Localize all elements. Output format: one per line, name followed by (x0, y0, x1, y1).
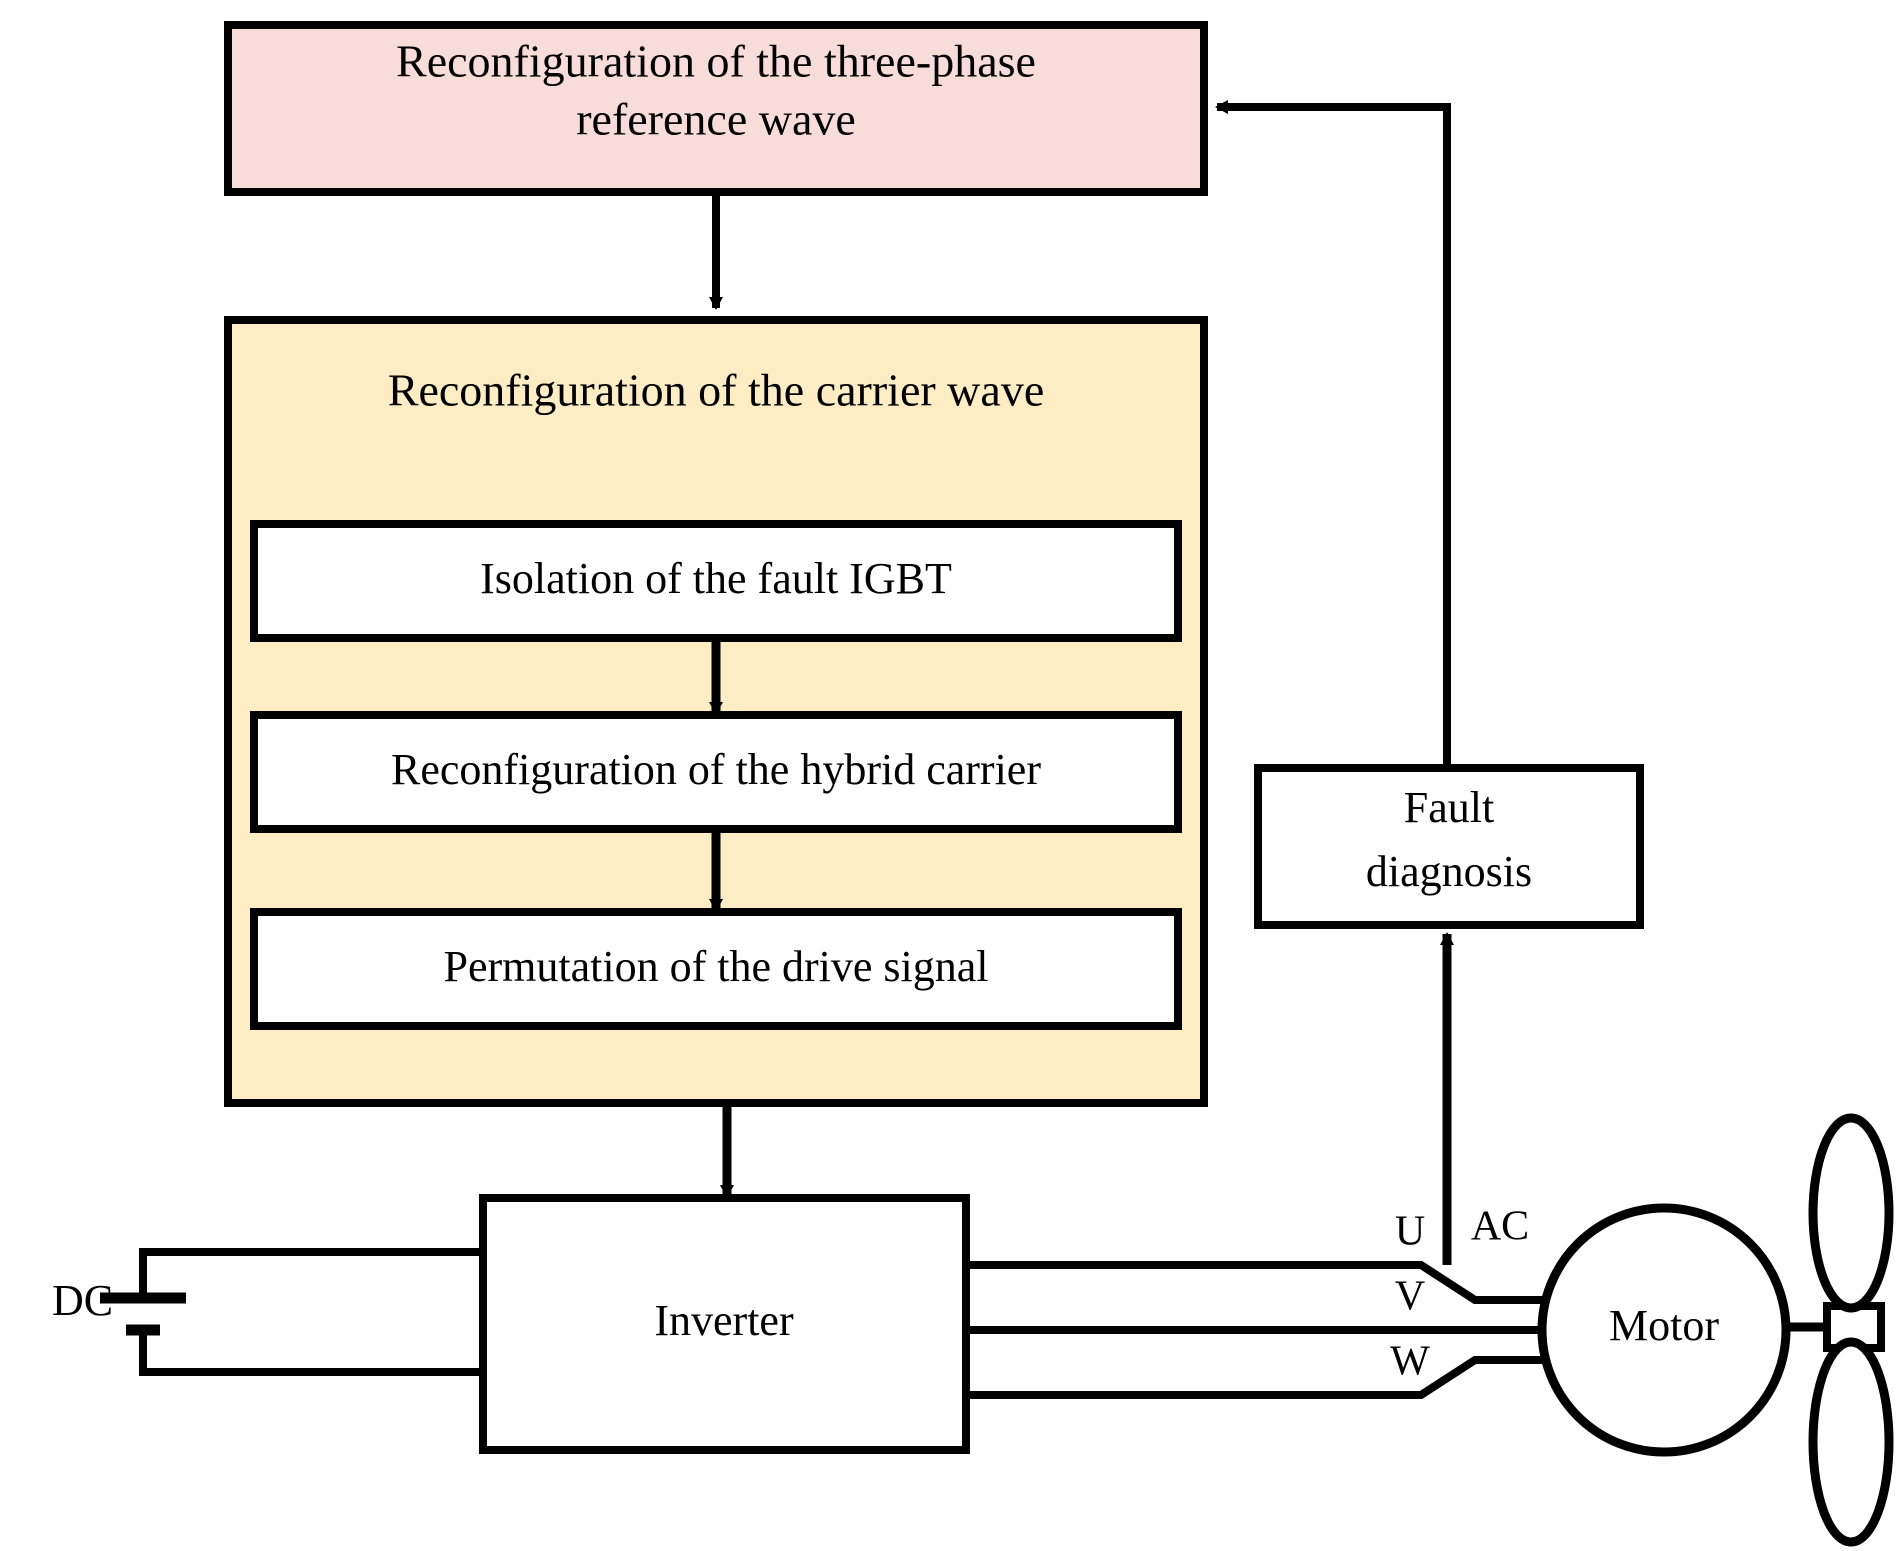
carrier-wave-block[interactable]: Reconfiguration of the carrier wave Isol… (224, 316, 1208, 1107)
phase-w-label: W (1390, 1339, 1430, 1385)
dc-negative-wire (139, 1330, 480, 1376)
ac-label: AC (1471, 1204, 1529, 1250)
dc-source[interactable]: DC (52, 1248, 480, 1376)
inverter-label: Inverter (654, 1296, 794, 1345)
carrier-step-2-label: Reconfiguration of the hybrid carrier (391, 745, 1041, 794)
reference-wave-label-line2: reference wave (576, 94, 856, 145)
carrier-step-permutation[interactable]: Permutation of the drive signal (250, 908, 1182, 1030)
carrier-step-isolation[interactable]: Isolation of the fault IGBT (250, 520, 1182, 642)
phase-wire-w (966, 1356, 1552, 1399)
fault-diagnosis-label-line2: diagnosis (1366, 847, 1532, 896)
fault-diagnosis-label-line1: Fault (1404, 783, 1494, 832)
fan-blade-lower-icon (1808, 1337, 1894, 1547)
fan-assembly (1786, 1113, 1894, 1547)
motor-block[interactable]: Motor (1537, 1203, 1791, 1457)
carrier-step-2-box (250, 711, 1182, 833)
phase-wire-u (966, 1261, 1550, 1304)
carrier-step-1-label: Isolation of the fault IGBT (480, 554, 952, 603)
phase-u-label: U (1395, 1209, 1425, 1255)
motor-label: Motor (1609, 1301, 1719, 1350)
carrier-step-3-label: Permutation of the drive signal (444, 942, 989, 991)
reference-wave-box (224, 21, 1208, 196)
inverter-box (479, 1194, 970, 1454)
reference-wave-label-line1: Reconfiguration of the three-phase (396, 36, 1036, 87)
phase-v-label: V (1395, 1274, 1425, 1320)
carrier-wave-label: Reconfiguration of the carrier wave (388, 365, 1044, 416)
fault-diagnosis-block[interactable]: Fault diagnosis (1254, 764, 1644, 929)
inverter-block[interactable]: Inverter (479, 1194, 970, 1454)
fan-blade-upper-icon (1808, 1113, 1894, 1313)
reference-wave-block[interactable]: Reconfiguration of the three-phase refer… (224, 21, 1208, 196)
dc-positive-wire (139, 1248, 480, 1298)
carrier-step-3-box (250, 908, 1182, 1030)
carrier-step-hybrid-carrier[interactable]: Reconfiguration of the hybrid carrier (250, 711, 1182, 833)
feedback-path-fault-to-reference (1215, 100, 1451, 768)
